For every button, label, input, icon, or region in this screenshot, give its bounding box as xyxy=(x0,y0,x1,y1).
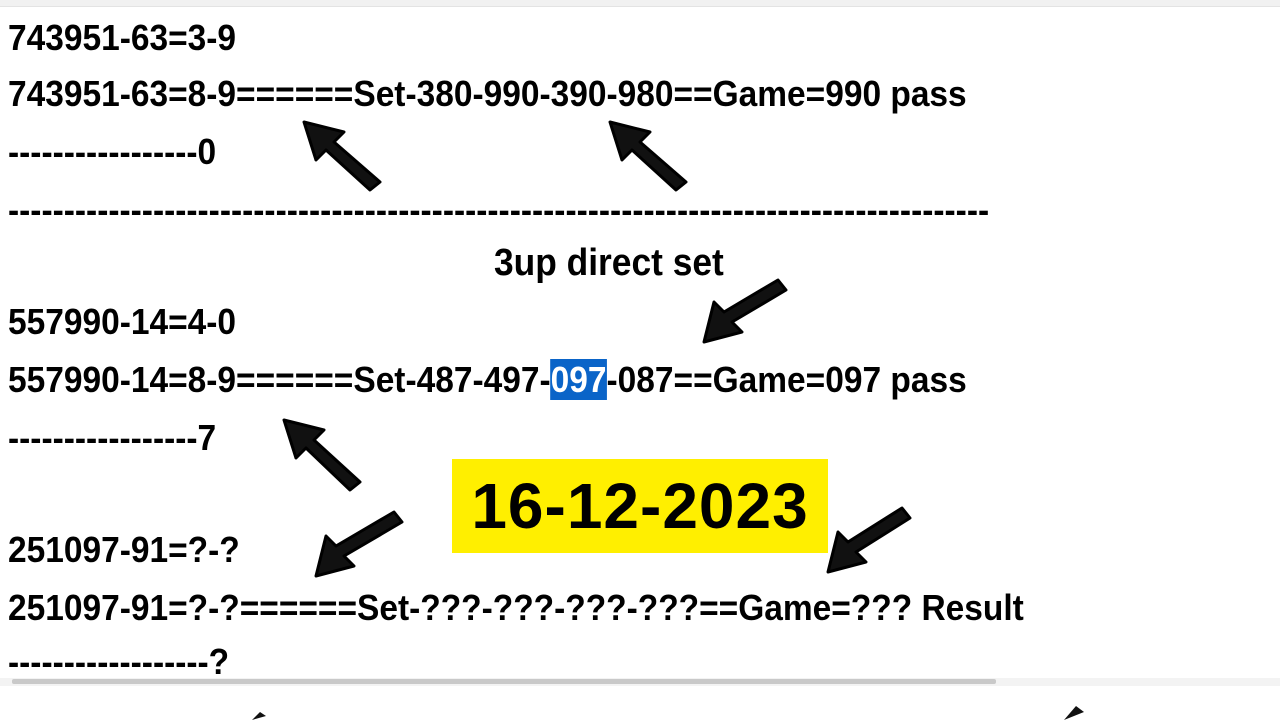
date-text: 16-12-2023 xyxy=(471,470,809,542)
arrow-icon xyxy=(826,506,912,574)
arrow-icon xyxy=(702,278,788,344)
block2-line2-suffix: -087==Game=097 pass xyxy=(606,359,967,400)
block1-line3: -----------------0 xyxy=(8,131,217,172)
arrow-icon xyxy=(1064,706,1084,720)
block3-line3: ------------------? xyxy=(8,641,230,682)
block1-line1: 743951-63=3-9 xyxy=(8,17,237,58)
date-badge: 16-12-2023 xyxy=(452,459,828,553)
scrollbar-thumb[interactable] xyxy=(12,679,996,684)
dash-divider: ----------------------------------------… xyxy=(8,189,990,230)
arrow-icon xyxy=(252,712,266,720)
section-heading: 3up direct set xyxy=(494,242,724,284)
block2-line1: 557990-14=4-0 xyxy=(8,301,237,342)
block1-line2: 743951-63=8-9======Set-380-990-390-980==… xyxy=(8,73,967,114)
block2-line3: -----------------7 xyxy=(8,417,217,458)
highlighted-number: 097 xyxy=(550,359,607,400)
window-top-strip xyxy=(0,0,1280,7)
block3-line1: 251097-91=?-? xyxy=(8,529,240,570)
block2-line2-prefix: 557990-14=8-9======Set-487-497- xyxy=(8,359,551,400)
block3-line2: 251097-91=?-?======Set-???-???-???-???==… xyxy=(8,587,1024,628)
arrow-icon xyxy=(314,510,404,578)
arrow-icon xyxy=(302,120,382,192)
block2-line2: 557990-14=8-9======Set-487-497-097-087==… xyxy=(8,359,967,400)
horizontal-scrollbar[interactable] xyxy=(0,678,1280,686)
arrow-icon xyxy=(282,418,362,492)
arrow-icon xyxy=(608,120,688,192)
